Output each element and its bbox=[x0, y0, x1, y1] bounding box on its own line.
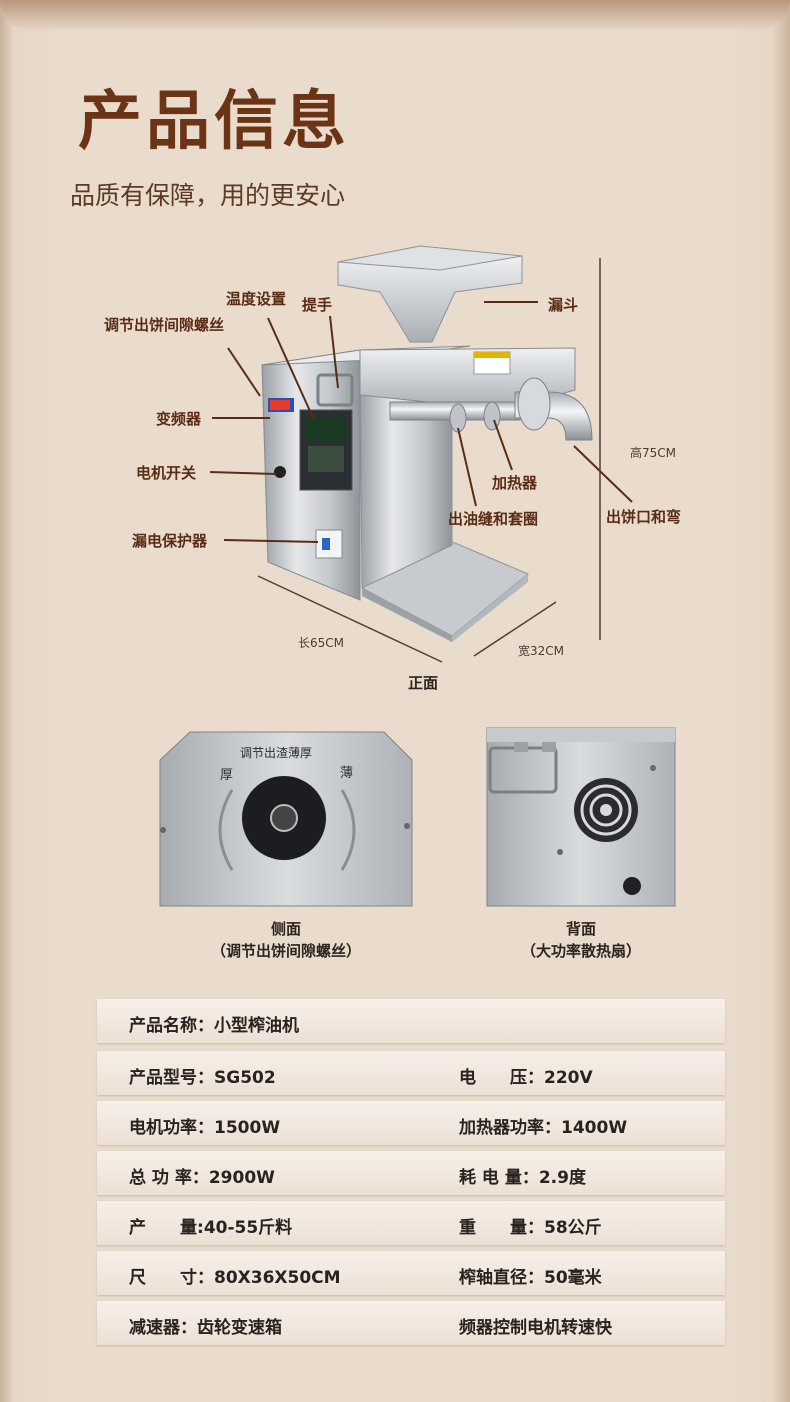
callout-inverter: 变频器 bbox=[156, 410, 202, 428]
spec-left: 产品名称：小型榨油机 bbox=[129, 1016, 299, 1036]
spec-left: 电机功率：1500W bbox=[129, 1118, 281, 1138]
spec-right: 电 压：220V bbox=[459, 1068, 593, 1088]
side-photo-thin-mark: 薄 bbox=[340, 766, 354, 781]
spec-row: 减速器：齿轮变速箱 频器控制电机转速快 bbox=[97, 1301, 725, 1345]
spec-row: 尺 寸：80X36X50CM 榨轴直径：50毫米 bbox=[97, 1251, 725, 1295]
spec-row: 产品型号：SG502 电 压：220V bbox=[97, 1051, 725, 1095]
spec-left: 减速器：齿轮变速箱 bbox=[129, 1318, 282, 1338]
dimension-width: 宽32CM bbox=[518, 644, 565, 658]
back-photo-caption: 背面 （大功率散热扇） bbox=[487, 918, 675, 962]
spec-row: 电机功率：1500W 加热器功率：1400W bbox=[97, 1101, 725, 1145]
back-photo-caption-line2: （大功率散热扇） bbox=[520, 942, 641, 960]
spec-left: 产 量:40-55斤料 bbox=[129, 1218, 293, 1238]
page-title: 产品信息 bbox=[78, 85, 350, 159]
spec-right: 耗 电 量：2.9度 bbox=[459, 1168, 586, 1188]
spec-right: 加热器功率：1400W bbox=[459, 1118, 628, 1138]
callout-heater: 加热器 bbox=[492, 474, 538, 492]
back-photo-caption-line1: 背面 bbox=[565, 920, 596, 938]
side-photo-engraving: 调节出渣薄厚 bbox=[240, 746, 313, 760]
funnel-shape bbox=[337, 255, 523, 343]
spec-row: 产 量:40-55斤料 重 量：58公斤 bbox=[97, 1201, 725, 1245]
side-photo-caption-line2: （调节出饼间隙螺丝） bbox=[210, 942, 361, 960]
spec-left: 产品型号：SG502 bbox=[129, 1068, 276, 1088]
front-view-label: 正面 bbox=[408, 674, 439, 692]
callout-leakage-protector: 漏电保护器 bbox=[132, 532, 208, 550]
page-subtitle: 品质有保障，用的更安心 bbox=[70, 181, 346, 210]
callout-cake-outlet: 出饼口和弯 bbox=[606, 508, 682, 526]
dimension-length: 长65CM bbox=[298, 636, 345, 650]
side-photo-caption: 侧面 （调节出饼间隙螺丝） bbox=[160, 918, 412, 962]
callout-oil-outlet: 出油缝和套圈 bbox=[448, 510, 539, 528]
spec-left: 尺 寸：80X36X50CM bbox=[129, 1268, 341, 1288]
back-photo bbox=[486, 727, 676, 907]
spec-row: 产品名称：小型榨油机 bbox=[97, 999, 725, 1043]
machine-illustration bbox=[209, 245, 633, 663]
side-photo-thick-mark: 厚 bbox=[220, 768, 234, 783]
spec-right: 重 量：58公斤 bbox=[459, 1218, 602, 1238]
callout-motor-switch: 电机开关 bbox=[136, 464, 197, 482]
callout-adjust-screw: 调节出饼间隙螺丝 bbox=[104, 316, 225, 334]
callout-funnel: 漏斗 bbox=[548, 296, 579, 314]
callout-temp-setting: 温度设置 bbox=[226, 290, 287, 308]
spec-row: 总 功 率：2900W 耗 电 量：2.9度 bbox=[97, 1151, 725, 1195]
spec-right: 频器控制电机转速快 bbox=[459, 1318, 612, 1338]
dimension-height: 高75CM bbox=[630, 446, 677, 460]
side-photo-caption-line1: 侧面 bbox=[270, 920, 301, 938]
spec-right: 榨轴直径：50毫米 bbox=[459, 1268, 602, 1288]
callout-handle: 提手 bbox=[302, 296, 333, 314]
spec-left: 总 功 率：2900W bbox=[129, 1168, 275, 1188]
